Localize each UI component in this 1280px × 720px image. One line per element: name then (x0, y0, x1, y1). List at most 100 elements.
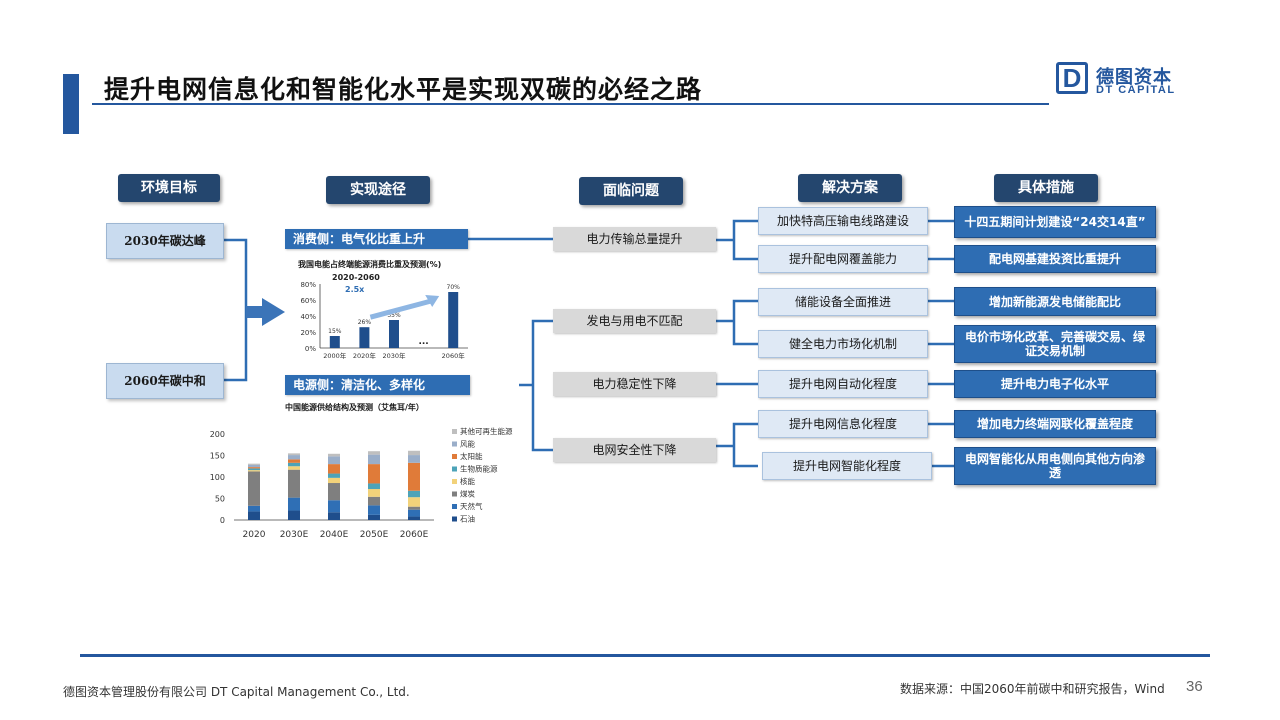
chart1-growth-label: 2.5x (345, 285, 365, 294)
chart2-segment (328, 453, 340, 457)
chart2-segment (328, 456, 340, 465)
chart2-segment (368, 451, 380, 455)
measure-2: 配电网基建投资比重提升 (954, 245, 1156, 273)
chart2-segment (248, 505, 260, 512)
chart2-legend-swatch (452, 429, 457, 434)
chart2-legend-swatch (452, 454, 457, 459)
chart2-segment (288, 459, 300, 463)
chart1-value-label: 15% (328, 328, 342, 335)
chart2-legend-swatch (452, 516, 457, 522)
chart2-legend-label: 风能 (460, 439, 475, 449)
chart1-ytick: 0% (305, 345, 316, 353)
chart2-segment (368, 454, 380, 465)
issue-4: 电网安全性下降 (553, 438, 716, 462)
chart2-xtick: 2030E (280, 530, 309, 540)
chart2-segment (408, 516, 420, 520)
chart1-xtick: 2020年 (353, 351, 377, 360)
chart1-bar (359, 327, 370, 348)
title-divider (92, 103, 1049, 105)
chart2-segment (248, 463, 260, 465)
chart2-segment (328, 464, 340, 474)
chart2-segment (288, 455, 300, 460)
chart1-xtick: 2000年 (323, 351, 347, 360)
footer-company: 德图资本管理股份有限公司 DT Capital Management Co., … (63, 685, 410, 699)
chart2-segment (288, 466, 300, 470)
solution-2: 提升配电网覆盖能力 (758, 245, 928, 273)
chart2-legend-label: 太阳能 (460, 451, 483, 461)
chart1-bar (389, 320, 399, 348)
goal-bracket (222, 238, 248, 382)
chart2-ytick: 150 (210, 452, 225, 461)
chart2-segment (408, 450, 420, 456)
issue-3: 电力稳定性下降 (553, 372, 716, 396)
sol-bracket-4 (716, 422, 758, 468)
chart2-segment (368, 483, 380, 490)
sol-measure-links (928, 219, 954, 468)
chart2-segment (288, 462, 300, 467)
issue-bracket (531, 319, 553, 452)
issue-2: 发电与用电不匹配 (553, 309, 716, 333)
chart2-legend-swatch (452, 466, 457, 472)
chart2-segment (408, 490, 420, 498)
chart2-legend-label: 生物质能源 (460, 464, 498, 474)
chart2-legend-swatch (452, 491, 457, 497)
chart1-period: 2020-2060 (332, 273, 380, 282)
header-measure: 具体措施 (994, 174, 1098, 202)
chart1-ytick: 60% (300, 297, 316, 305)
chart1-xtick: 2060年 (442, 351, 466, 360)
chart1-ytick: 40% (300, 313, 316, 321)
chart2-segment (408, 497, 420, 507)
logo-cn: 德图资本 (1096, 67, 1172, 88)
solution-6: 提升电网信息化程度 (758, 410, 928, 438)
footer-source: 数据来源：中国2060年前碳中和研究报告，Wind (900, 682, 1165, 696)
path-supply: 电源侧：清洁化、多样化 (285, 375, 470, 395)
solution-3: 储能设备全面推进 (758, 288, 928, 316)
sol-bracket-1 (716, 219, 758, 261)
solution-4: 健全电力市场化机制 (758, 330, 928, 358)
chart1-value-label: 35% (387, 312, 401, 319)
solution-5: 提升电网自动化程度 (758, 370, 928, 398)
chart2-segment (328, 473, 340, 478)
chart2-segment (408, 462, 420, 491)
chart2-legend-swatch (452, 504, 457, 509)
chart1-xtick: 2030年 (382, 351, 406, 360)
chart2-segment (368, 496, 380, 506)
chart2-segment (328, 477, 340, 484)
measure-4: 电价市场化改革、完善碳交易、绿证交易机制 (954, 325, 1156, 363)
chart2-xtick: 2050E (360, 530, 389, 540)
chart2-segment (288, 497, 300, 511)
chart2-ytick: 50 (215, 495, 225, 504)
chart2-segment (288, 469, 300, 498)
goal-2030: 2030年碳达峰 (106, 223, 224, 259)
chart2-segment (368, 514, 380, 520)
goal-2060: 2060年碳中和 (106, 363, 224, 399)
header-issue: 面临问题 (579, 177, 683, 205)
chart2-legend-label: 核能 (460, 476, 475, 486)
header-solution: 解决方案 (798, 174, 902, 202)
chart2-xtick: 2020 (243, 530, 266, 540)
header-path: 实现途径 (326, 176, 430, 204)
chart2-segment (328, 512, 340, 520)
chart1-value-label: 26% (358, 319, 372, 326)
measure-7: 电网智能化从用电侧向其他方向渗透 (954, 447, 1156, 485)
footer-divider (80, 654, 1210, 657)
page-title: 提升电网信息化和智能化水平是实现双碳的必经之路 (104, 75, 703, 104)
chart2-title: 中国能源供给结构及预测（艾焦耳/年） (285, 403, 424, 412)
chart1-bar (448, 292, 459, 348)
chart2-legend-label: 其他可再生能源 (460, 426, 513, 436)
measure-5: 提升电力电子化水平 (954, 370, 1156, 398)
chart1-growth-arrowhead (425, 295, 440, 307)
chart1-growth-arrow (369, 298, 432, 320)
chart2-segment (248, 468, 260, 471)
chart1-bar (329, 336, 340, 348)
chart2-legend-swatch (452, 441, 457, 447)
chart2-segment (328, 500, 340, 513)
chart2-legend-label: 石油 (460, 514, 475, 524)
chart2-segment (288, 453, 300, 456)
chart2-segment (408, 509, 420, 517)
chart1-title: 我国电能占终端能源消费比重及预测(%) (298, 260, 442, 269)
chart1-ytick: 80% (300, 281, 316, 289)
logo-mark: D (1056, 62, 1088, 94)
